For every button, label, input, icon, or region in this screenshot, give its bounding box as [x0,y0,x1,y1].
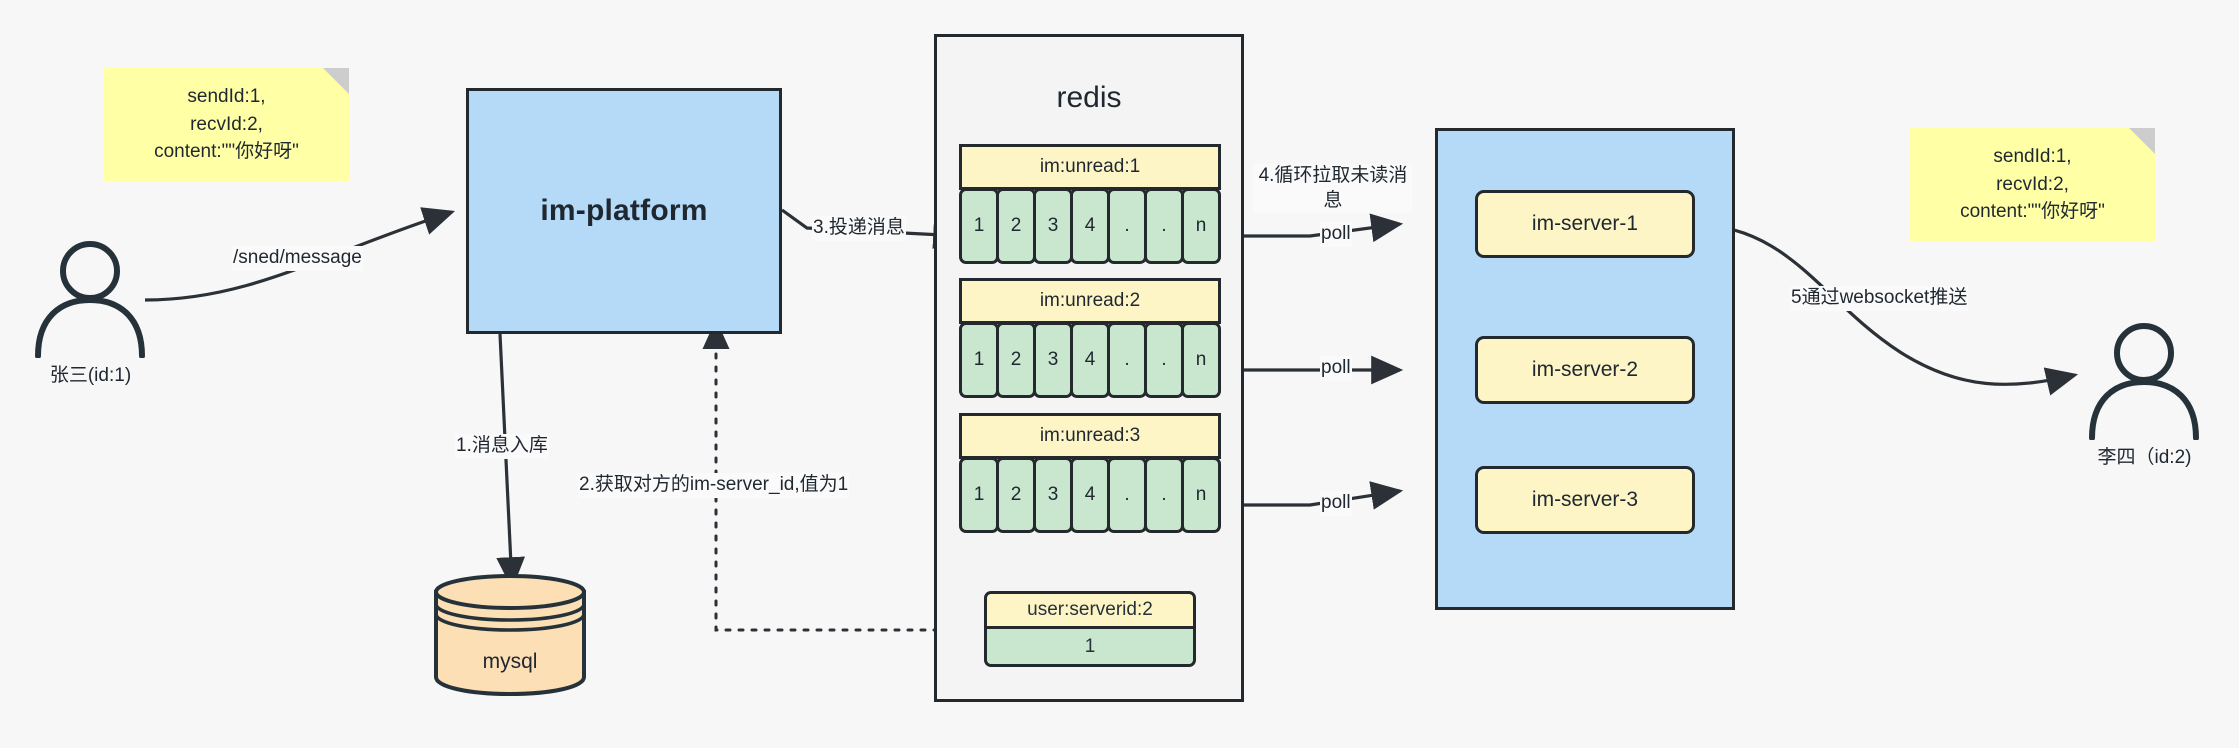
redis-cell: 2 [996,322,1036,398]
edge-label-step2: 2.获取对方的im-server_id,值为1 [578,473,850,498]
redis-cell: . [1144,188,1184,264]
redis-key-1-cells: 1 2 3 4 . . n [959,188,1221,264]
redis-cell: n [1181,188,1221,264]
node-im-server-2-label: im-server-2 [1531,358,1639,381]
node-im-platform-label: im-platform [540,194,708,227]
note-left-line-2: recvId:2, [190,113,263,135]
note-left-line-1: sendId:1, [187,86,266,108]
edge-label-step1: 1.消息入库 [455,434,549,459]
node-im-platform[interactable]: im-platform [466,88,782,334]
edge-label-send-message: /sned/message [232,246,363,271]
edge-label-step4: 4.循环拉取未读消息 [1254,164,1412,214]
redis-key-1-header: im:unread:1 [959,144,1221,190]
redis-cell: . [1144,457,1184,533]
actor-sender: 张三(id:1) [28,238,153,386]
note-right-line-3: content:""你好呀" [1960,201,2105,223]
actor-sender-label: 张三(id:1) [49,365,132,386]
node-im-server-3[interactable]: im-server-3 [1475,466,1695,534]
redis-cell: 4 [1070,188,1110,264]
redis-key-3-header: im:unread:3 [959,413,1221,459]
redis-cell: 2 [996,457,1036,533]
redis-cell: 3 [1033,188,1073,264]
redis-key-2-header: im:unread:2 [959,278,1221,324]
redis-key-3-cells: 1 2 3 4 . . n [959,457,1221,533]
database-cylinder-icon [434,574,586,697]
redis-key-2-cells: 1 2 3 4 . . n [959,322,1221,398]
redis-cell: . [1107,322,1147,398]
edge-label-poll-3: poll [1320,491,1352,516]
node-mysql[interactable]: mysql [430,572,590,697]
redis-cell: n [1181,322,1221,398]
redis-cell: 1 [959,188,999,264]
redis-cell: 4 [1070,457,1110,533]
redis-cell: 1 [959,457,999,533]
redis-cell: n [1181,457,1221,533]
redis-cell: . [1144,322,1184,398]
node-redis-label: redis [1056,81,1122,114]
user-icon [2089,323,2199,440]
edge-label-poll-1: poll [1320,222,1352,247]
redis-cell: 3 [1033,457,1073,533]
node-im-server-1[interactable]: im-server-1 [1475,190,1695,258]
note-right-line-1: sendId:1, [1993,146,2072,168]
node-mysql-label: mysql [482,650,538,673]
redis-key-group-1: im:unread:1 1 2 3 4 . . n [959,144,1221,264]
redis-cell: 3 [1033,322,1073,398]
redis-user-serverid: user:serverid:2 1 [984,591,1196,667]
note-fold-icon [2129,128,2155,154]
node-im-server-3-label: im-server-3 [1531,488,1639,511]
redis-cell: . [1107,457,1147,533]
redis-key-group-3: im:unread:3 1 2 3 4 . . n [959,413,1221,533]
note-right-line-2: recvId:2, [1996,173,2069,195]
redis-cell: 4 [1070,322,1110,398]
actor-receiver-label: 李四（id:2) [2097,447,2192,468]
redis-cell: . [1107,188,1147,264]
note-message-right: sendId:1, recvId:2, content:""你好呀" [1910,128,2155,241]
note-message-left: sendId:1, recvId:2, content:""你好呀" [104,68,349,181]
actor-receiver: 李四（id:2) [2082,320,2207,468]
redis-key-group-2: im:unread:2 1 2 3 4 . . n [959,278,1221,398]
node-im-server-1-label: im-server-1 [1531,212,1639,235]
edge-label-step3: 3.投递消息 [812,216,906,241]
node-im-server-2[interactable]: im-server-2 [1475,336,1695,404]
note-fold-icon [323,68,349,94]
edge-label-step5: 5通过websocket推送 [1790,286,1969,311]
redis-cell: 2 [996,188,1036,264]
redis-cell: 1 [959,322,999,398]
user-icon [35,241,145,358]
redis-user-serverid-value: 1 [984,629,1196,667]
note-left-line-3: content:""你好呀" [154,141,299,163]
redis-user-serverid-key: user:serverid:2 [984,591,1196,629]
edge-label-poll-2: poll [1320,356,1352,381]
